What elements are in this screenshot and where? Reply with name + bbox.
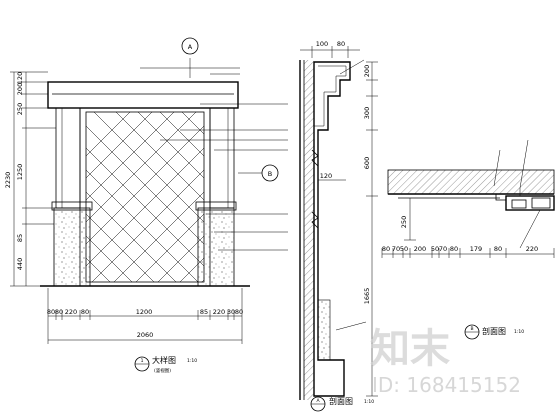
left-column — [55, 107, 81, 209]
svg-text:(竖视图): (竖视图) — [154, 367, 171, 374]
section-callout-a — [181, 37, 199, 55]
callout-b-label: B — [268, 170, 272, 178]
section-a-title: A 剖面图 1:10 — [310, 396, 374, 412]
inner-frame — [79, 107, 211, 287]
callout-a-label: A — [188, 43, 193, 51]
detail-bottom-dimensions: 80 70 50 200 50 70 80 179 80 220 — [381, 245, 555, 258]
right-column — [209, 107, 235, 209]
svg-text:80: 80 — [337, 40, 345, 48]
svg-text:80: 80 — [494, 245, 502, 253]
svg-text:220: 220 — [65, 308, 77, 316]
right-detail: 250 80 70 50 200 50 70 80 179 80 220 — [381, 139, 555, 340]
section-right-dimensions: 200 300 600 1665 — [363, 61, 378, 397]
svg-text:440: 440 — [16, 258, 24, 270]
section-callout-b — [261, 164, 279, 182]
svg-text:80: 80 — [382, 245, 390, 253]
svg-text:200: 200 — [414, 245, 426, 253]
svg-text:1200: 1200 — [136, 308, 153, 316]
svg-text:250: 250 — [16, 103, 24, 115]
svg-text:30: 30 — [227, 308, 235, 316]
middle-section: 100 80 120 200 300 600 — [299, 40, 378, 412]
right-base-block — [197, 207, 235, 287]
svg-text:100: 100 — [316, 40, 328, 48]
svg-text:1: 1 — [141, 358, 144, 364]
svg-text:85: 85 — [200, 308, 208, 316]
watermark-id: ID: 168415152 — [372, 373, 521, 397]
svg-text:85: 85 — [16, 234, 24, 242]
svg-text:220: 220 — [213, 308, 225, 316]
bottom-dimensions: 80 80 220 80 1200 85 220 30 80 2060 — [47, 288, 243, 344]
svg-text:600: 600 — [363, 157, 371, 169]
svg-text:1:10: 1:10 — [364, 399, 374, 405]
svg-text:1665: 1665 — [363, 288, 371, 305]
svg-text:1:10: 1:10 — [514, 329, 524, 335]
svg-text:1:10: 1:10 — [187, 358, 197, 364]
section-b-title: B 剖面图 1:10 — [464, 324, 524, 340]
svg-text:剖面图: 剖面图 — [329, 396, 353, 406]
vertical-dimensions: 2230 120 200 250 1250 85 440 — [4, 71, 56, 287]
svg-text:80: 80 — [55, 308, 63, 316]
total-width-label: 2060 — [137, 331, 154, 339]
svg-text:220: 220 — [526, 245, 538, 253]
svg-text:200: 200 — [16, 83, 24, 95]
svg-text:大样图: 大样图 — [152, 355, 176, 365]
tile-panel — [85, 111, 205, 283]
svg-text:70: 70 — [439, 245, 447, 253]
watermark: 知末 ID: 168415152 — [370, 326, 521, 397]
left-elevation: A B — [4, 37, 288, 374]
svg-text:2230: 2230 — [4, 172, 12, 189]
svg-text:179: 179 — [470, 245, 482, 253]
diamond-tile-pattern — [86, 112, 204, 282]
elevation-title: 1 大样图 1:10 (竖视图) — [134, 355, 197, 374]
svg-text:A: A — [316, 398, 320, 404]
svg-text:250: 250 — [400, 216, 408, 228]
svg-text:剖面图: 剖面图 — [482, 326, 506, 336]
section-profile — [313, 61, 351, 397]
svg-text:1250: 1250 — [16, 164, 24, 181]
svg-text:80: 80 — [47, 308, 55, 316]
svg-text:120: 120 — [16, 72, 24, 84]
svg-text:80: 80 — [450, 245, 458, 253]
svg-text:80: 80 — [81, 308, 89, 316]
svg-text:50: 50 — [400, 245, 408, 253]
svg-text:B: B — [470, 326, 473, 332]
svg-text:200: 200 — [363, 65, 371, 77]
svg-text:300: 300 — [363, 107, 371, 119]
svg-text:50: 50 — [431, 245, 439, 253]
left-base-block — [53, 207, 91, 287]
svg-text:70: 70 — [392, 245, 400, 253]
note-leaders — [160, 73, 288, 251]
svg-text:80: 80 — [235, 308, 243, 316]
svg-text:120: 120 — [320, 172, 332, 180]
trim-profile — [505, 195, 555, 211]
watermark-logo: 知末 — [370, 326, 450, 372]
ceiling-slab — [387, 169, 555, 195]
